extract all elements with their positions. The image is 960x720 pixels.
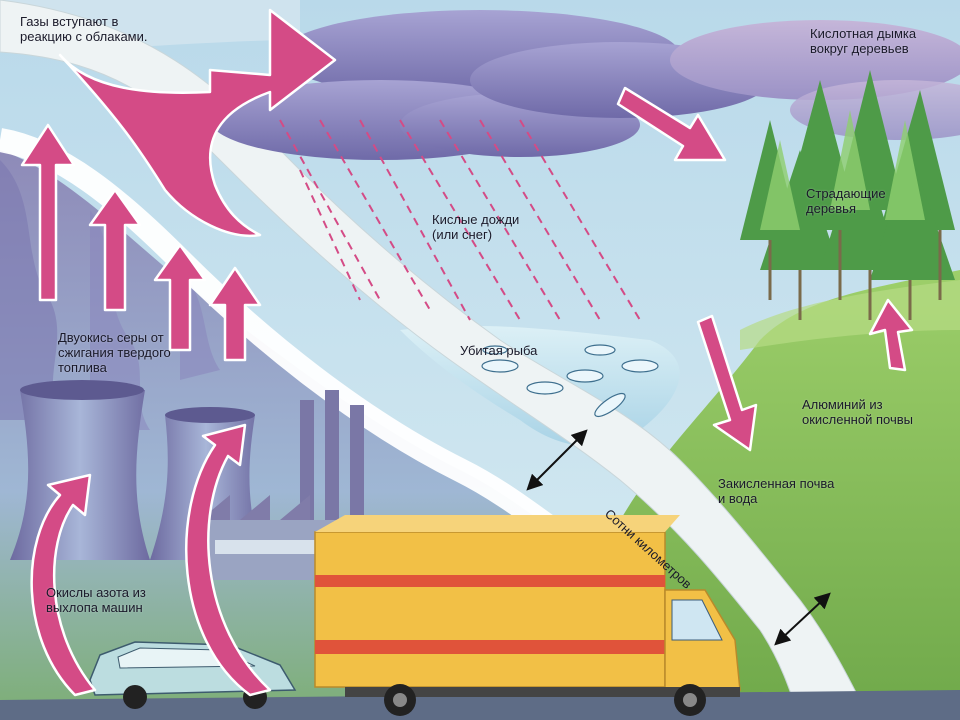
gases-arrow [58,8,337,238]
distance-arrow [774,592,831,646]
exhaust-arrow [30,473,97,697]
truck [314,515,741,716]
forest [740,70,955,320]
acid-rain-lines [279,119,641,321]
up-arrow [153,243,207,352]
up-arrow [20,123,76,302]
fish [526,381,564,395]
band-lower-edge [0,128,606,571]
pollution-arrows [20,8,914,697]
gases-react-label: Газы вступают в реакцию с облаками. [20,14,148,44]
sulfur-dioxide-label: Двуокись серы от сжигания твердого топли… [58,330,171,375]
fish [481,359,519,373]
up-arrow [208,266,262,362]
acidified-soil-label: Закисленная почва и вода [718,476,835,506]
aluminum-label: Алюминий из окисленной почвы [802,397,913,427]
dead-fish-label: Убитая рыба [460,343,538,358]
fish [594,392,626,418]
road [0,690,960,720]
suffering-trees-label: Страдающие деревья [806,186,886,216]
acid-rain-label: Кислые дожди (или снег) [432,212,520,242]
fish [482,345,508,355]
nitrogen-oxides-label: Окислы азота из выхлопа машин [46,585,146,615]
fish [566,369,604,383]
haze-arrow [616,86,727,162]
fish [621,359,659,373]
hill-highlight [740,280,960,350]
acid-haze-label: Кислотная дымка вокруг деревьев [810,26,917,56]
distance-arrow [526,429,588,491]
dead-fish-group [481,344,659,418]
exhaust-arrow [185,423,272,697]
soil-arrow [696,314,758,452]
fish [584,344,616,356]
up-arrow [88,188,142,312]
aluminum-arrow [868,298,914,372]
